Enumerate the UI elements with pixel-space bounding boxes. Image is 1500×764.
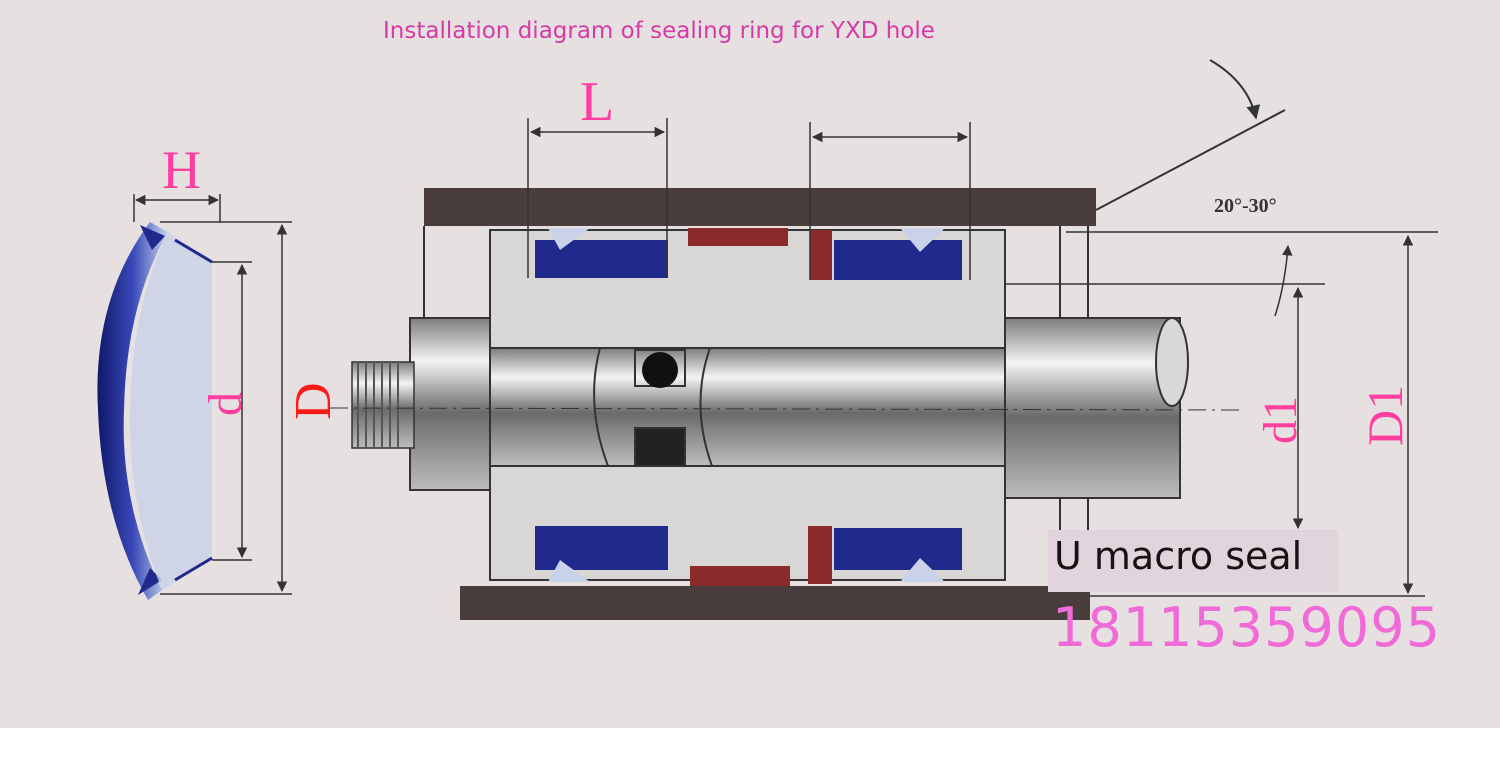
- installation-diagram: H d D L d1 D1 20°-30°: [97, 59, 1438, 620]
- angle-annotation: [1005, 59, 1438, 317]
- diagram-title: Installation diagram of sealing ring for…: [383, 18, 935, 44]
- diagram-canvas: H d D L d1 D1 20°-30° Installation diagr…: [0, 0, 1500, 728]
- phone-number: 18115359095: [1052, 596, 1441, 659]
- label-angle: 20°-30°: [1214, 195, 1277, 217]
- center-line: [329, 407, 1241, 411]
- dimension-big-d1: [1090, 234, 1425, 597]
- label-d1: d1: [1254, 396, 1307, 444]
- dimension-d: [212, 261, 252, 561]
- cylinder-housing: [423, 188, 1096, 620]
- dimension-h: [133, 194, 221, 222]
- label-big-d: D: [285, 382, 342, 420]
- label-h: H: [162, 140, 201, 200]
- label-d: d: [199, 392, 252, 416]
- label-l: L: [580, 71, 614, 133]
- lower-seals: [535, 526, 962, 586]
- piston: [489, 229, 1006, 581]
- seal-ring-cross-section: [97, 222, 213, 600]
- brand-badge: [1048, 530, 1338, 592]
- dimension-big-d: [160, 221, 292, 595]
- upper-seals: [535, 228, 962, 280]
- dimension-l: [527, 118, 971, 280]
- brand-name: U macro seal: [1054, 534, 1303, 578]
- label-big-d1: D1: [1357, 385, 1413, 446]
